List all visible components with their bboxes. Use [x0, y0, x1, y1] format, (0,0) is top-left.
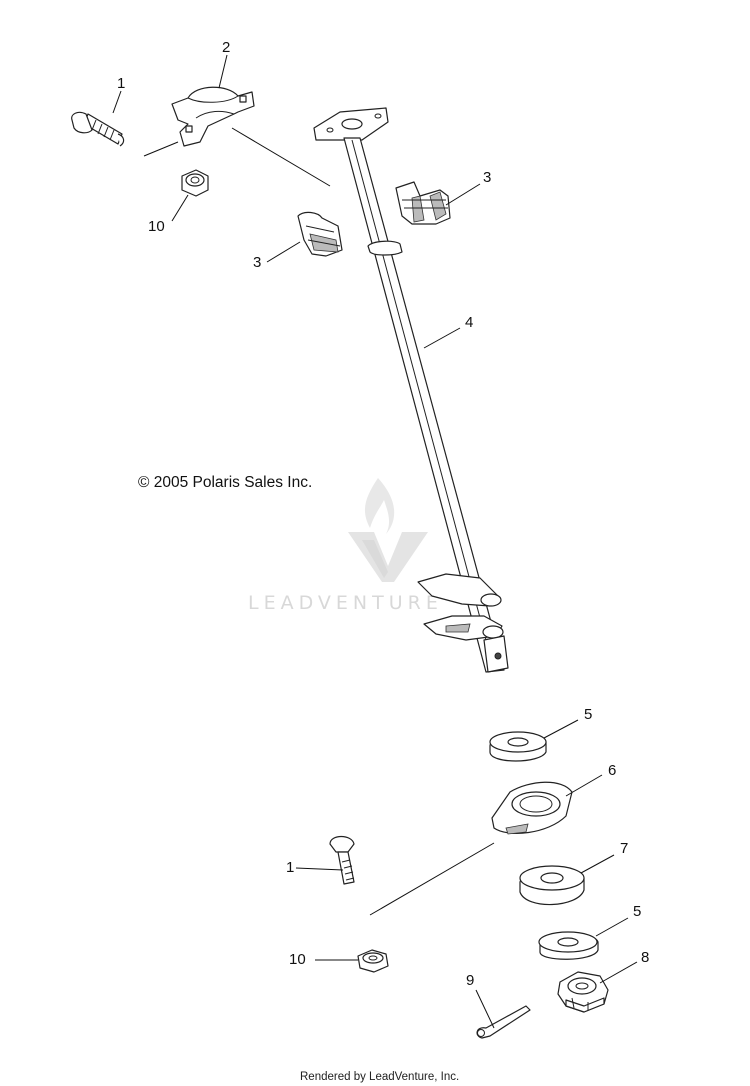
callout-10-bottom: 10	[289, 951, 306, 968]
callout-2: 2	[222, 39, 230, 56]
callout-8: 8	[641, 949, 649, 966]
watermark-text: LEADVENTURE	[248, 592, 443, 614]
spacer	[519, 865, 585, 906]
leader-5-top	[543, 719, 579, 739]
leader-8	[599, 961, 638, 984]
callout-9: 9	[466, 972, 474, 989]
carriage-bolt-top	[71, 111, 125, 147]
watermark-logo	[348, 478, 428, 582]
leader-5-bottom	[595, 917, 629, 937]
callout-5-bottom: 5	[633, 903, 641, 920]
flange-nut-top	[181, 169, 209, 197]
footer-credit: Rendered by LeadVenture, Inc.	[300, 1071, 459, 1083]
callout-5-top: 5	[584, 706, 592, 723]
leader-1-bottom	[295, 867, 344, 871]
leader-7	[580, 854, 615, 874]
cotter-pin	[476, 1005, 531, 1039]
handlebar-clamp	[171, 86, 255, 147]
callout-3-right: 3	[483, 169, 491, 186]
alignment-line-a	[143, 141, 179, 157]
washer-bottom	[538, 931, 599, 960]
leader-9	[475, 989, 495, 1029]
callout-1-top: 1	[117, 75, 125, 92]
callout-3-left: 3	[253, 254, 261, 271]
leader-4	[423, 327, 461, 349]
copyright-text: © 2005 Polaris Sales Inc.	[138, 474, 312, 491]
leader-1-top	[112, 90, 122, 114]
leader-3-left	[266, 241, 301, 263]
alignment-line-c	[369, 842, 495, 916]
leader-2	[218, 54, 228, 89]
leader-3-right	[445, 183, 481, 206]
callout-7: 7	[620, 840, 628, 857]
washer-top	[489, 731, 547, 762]
steering-post	[313, 107, 509, 673]
flange-nut-bottom	[357, 949, 389, 973]
carriage-bolt-bottom	[329, 835, 355, 885]
bushing-left	[297, 211, 343, 257]
callout-4: 4	[465, 314, 473, 331]
bearing-flange	[491, 781, 573, 835]
callout-1-bottom: 1	[286, 859, 294, 876]
leader-10-top	[171, 194, 189, 222]
alignment-line-b	[231, 127, 331, 187]
castle-nut	[557, 971, 609, 1013]
bushing-right	[395, 181, 451, 225]
callout-10-top: 10	[148, 218, 165, 235]
leader-6	[565, 774, 603, 797]
callout-6: 6	[608, 762, 616, 779]
